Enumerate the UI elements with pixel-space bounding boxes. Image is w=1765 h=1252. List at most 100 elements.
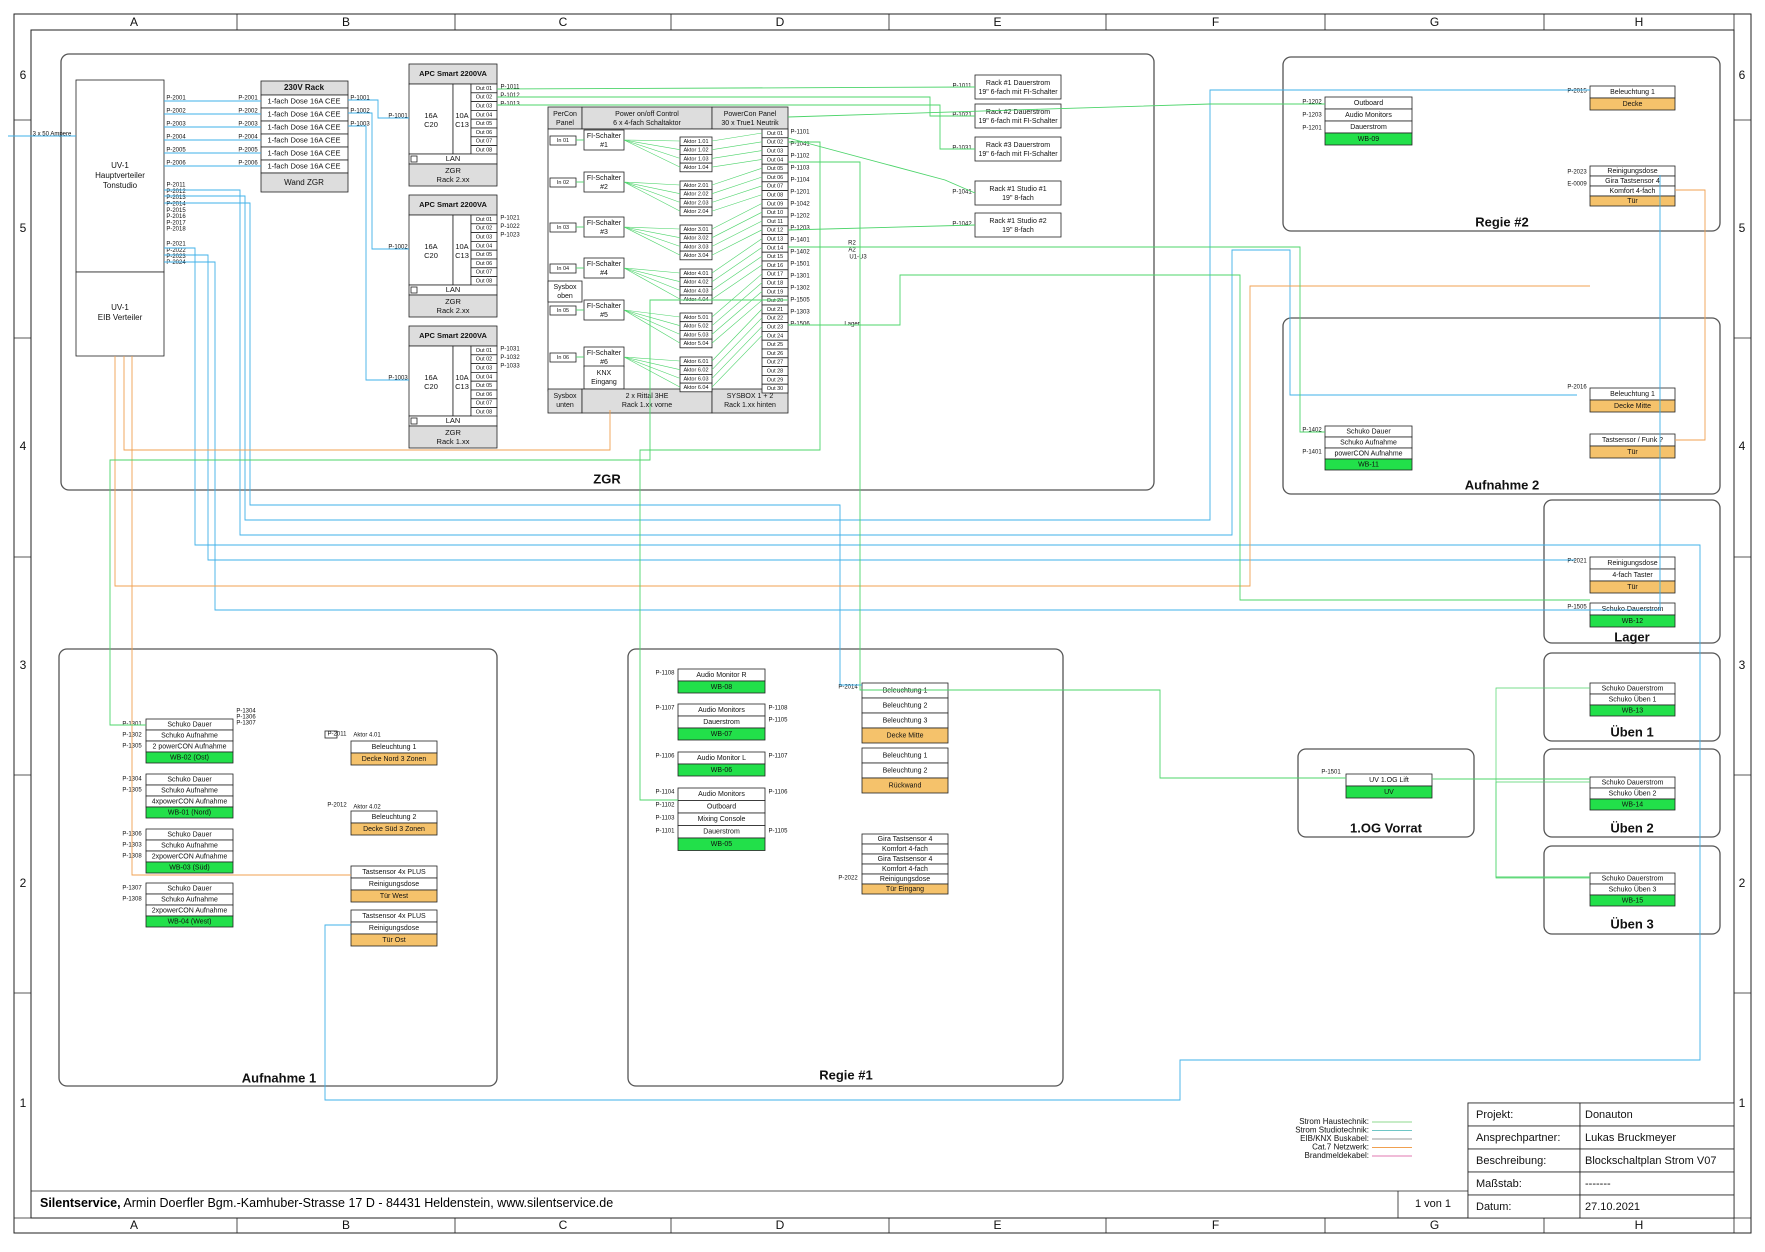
wire-aktor-out	[711, 326, 763, 379]
regie1-gira-row-label: Gira Tastsensor 4	[878, 836, 933, 843]
rack-line1: Rack #1 Dauerstrom	[986, 80, 1050, 87]
zgr-out-label: Out 12	[767, 228, 784, 234]
zgr-aktor-label: Aktor 6.01	[683, 359, 708, 365]
wire-aktor-out	[711, 255, 763, 291]
uv1-port: P-2018	[166, 227, 186, 233]
apc-out-label: Out 05	[476, 383, 493, 389]
zgr-fi-num: #4	[600, 270, 608, 277]
uv1-port: P-2003	[166, 122, 186, 128]
regie2-rein-row-label: Reinigungsdose	[1607, 168, 1657, 175]
rack230-port-in: P-2005	[238, 148, 258, 154]
apc-port: P-1002	[388, 245, 408, 251]
wb05-row-label: Audio Monitors	[698, 791, 745, 798]
aufn1-tw-tag	[350, 889, 438, 903]
rack230-footer-label: Wand ZGR	[284, 178, 324, 187]
zgr-out-label: Out 01	[767, 131, 784, 137]
wire-fi-aktor	[623, 356, 681, 370]
apc-lan-label: LAN	[446, 285, 461, 294]
wire-eib-zgr	[123, 356, 611, 451]
zgr-in-slot	[549, 135, 577, 146]
apc-footer-2: Rack 2.xx	[437, 306, 470, 315]
titleblock-val: -------	[1585, 1178, 1611, 1190]
zone-ueben1-label: Üben 1	[1610, 724, 1653, 739]
col-label-bottom: H	[1635, 1218, 1644, 1232]
wb05-port: P-1102	[656, 803, 676, 809]
apc-title: APC Smart 2200VA	[419, 69, 487, 78]
zgr-out-label: Out 05	[767, 166, 784, 172]
wb08-port: P-1108	[656, 671, 676, 677]
zgr-aktor-label: Aktor 1.03	[683, 156, 708, 162]
apc-lan-label: LAN	[446, 154, 461, 163]
rack-port: P-1042	[952, 222, 972, 228]
zgr-out-label: Out 08	[767, 192, 784, 198]
col-label-bottom: B	[342, 1218, 350, 1232]
apc-lan-checkbox[interactable]	[410, 286, 418, 294]
zgr-aktor-label: Aktor 6.03	[683, 376, 708, 382]
row-label-right: 1	[1739, 1096, 1746, 1110]
wire-rack-apc3	[348, 125, 409, 381]
apc-footer	[408, 294, 498, 318]
aufn1-to-tag-label: Tür Ost	[382, 937, 405, 944]
wb12-port: P-1505	[1567, 605, 1587, 611]
zgr-out-port: P-1302	[790, 286, 810, 292]
apc-out-label: Out 01	[476, 86, 493, 92]
apc-out-label: Out 02	[476, 357, 493, 363]
wire-fi-aktor	[623, 309, 681, 344]
regie2-bel-port: P-2015	[1567, 89, 1587, 95]
wire-rack-studio2	[787, 224, 976, 231]
aufn1-bel1-row-label: Beleuchtung 1	[372, 744, 417, 751]
rack-port: P-1011	[953, 84, 973, 90]
zgr-out-label: Out 30	[767, 386, 784, 392]
zgr-out-port: P-1501	[790, 262, 810, 268]
zgr-out-label: Out 02	[767, 140, 784, 146]
wire-apc1-rack3	[497, 104, 975, 150]
ueben1-tag-label: WB-13	[1622, 707, 1644, 714]
incoming-supply-label: 3 x 50 Ampere	[33, 132, 72, 138]
apc-out-label: Out 07	[476, 270, 493, 276]
apc-out-label: Out 07	[476, 401, 493, 407]
apc-out-label: Out 07	[476, 139, 493, 145]
titleblock-val: Donauton	[1585, 1109, 1633, 1121]
apc-lan-checkbox[interactable]	[410, 417, 418, 425]
wire-eib-auf1	[131, 356, 351, 876]
zgr-out-label: Out 21	[767, 307, 784, 313]
zgr-out-port: P-1042	[790, 202, 810, 208]
wire-eib-aufn2	[1675, 189, 1706, 441]
wire-fi-aktor	[623, 181, 681, 194]
zgr-r2: R2	[848, 241, 856, 247]
wire-fi-aktor	[623, 356, 681, 362]
aufn1-bel1-aktor-label: Aktor 4.01	[353, 733, 381, 739]
aufn1-wb-tag	[145, 751, 234, 764]
wb08-row-label: Audio Monitor R	[696, 672, 746, 679]
apc-output-amp: 10A	[455, 111, 468, 120]
wire-uv1-auf1	[164, 247, 1701, 1101]
aufn1-bel2-tag	[350, 822, 438, 836]
wire-uv1-regie2-rein	[164, 175, 1661, 611]
apc-out-label: Out 04	[476, 112, 493, 118]
aufn1-wb-row-label: 2xpowerCON Aufnahme	[152, 853, 228, 860]
uv1-eib-title: UV-1	[111, 303, 129, 312]
ueben2-tag-label: WB-14	[1622, 801, 1644, 808]
apc-out-port: P-1021	[500, 216, 520, 222]
wire-fi-aktor	[623, 356, 681, 379]
zgr-aktor-label: Aktor 5.01	[683, 315, 708, 321]
wire-fi-aktor	[623, 267, 681, 300]
wb05-row-label: Dauerstrom	[703, 829, 740, 836]
apc-input-amp: 16A	[424, 373, 437, 382]
aufn1-wb-tag	[145, 915, 234, 928]
zgr-out-label: Out 28	[767, 368, 784, 374]
col-label-top: A	[130, 15, 138, 29]
aufn1-bel1-tag	[350, 752, 438, 766]
apc-footer-2: Rack 2.xx	[437, 175, 470, 184]
apc-title: APC Smart 2200VA	[419, 200, 487, 209]
aufn2-bel-port: P-2016	[1567, 385, 1587, 391]
zgr-fi-label: FI-Schalter	[587, 133, 622, 140]
row-label-left: 3	[20, 658, 27, 672]
wire-aktor-out	[711, 299, 763, 344]
rack230-row-label: 1-fach Dose 16A CEE	[268, 135, 341, 144]
wb05-tag	[677, 837, 766, 851]
uv1-port: P-2017	[166, 220, 186, 226]
apc-input-amp: 16A	[424, 111, 437, 120]
apc-lan-checkbox[interactable]	[410, 155, 418, 163]
